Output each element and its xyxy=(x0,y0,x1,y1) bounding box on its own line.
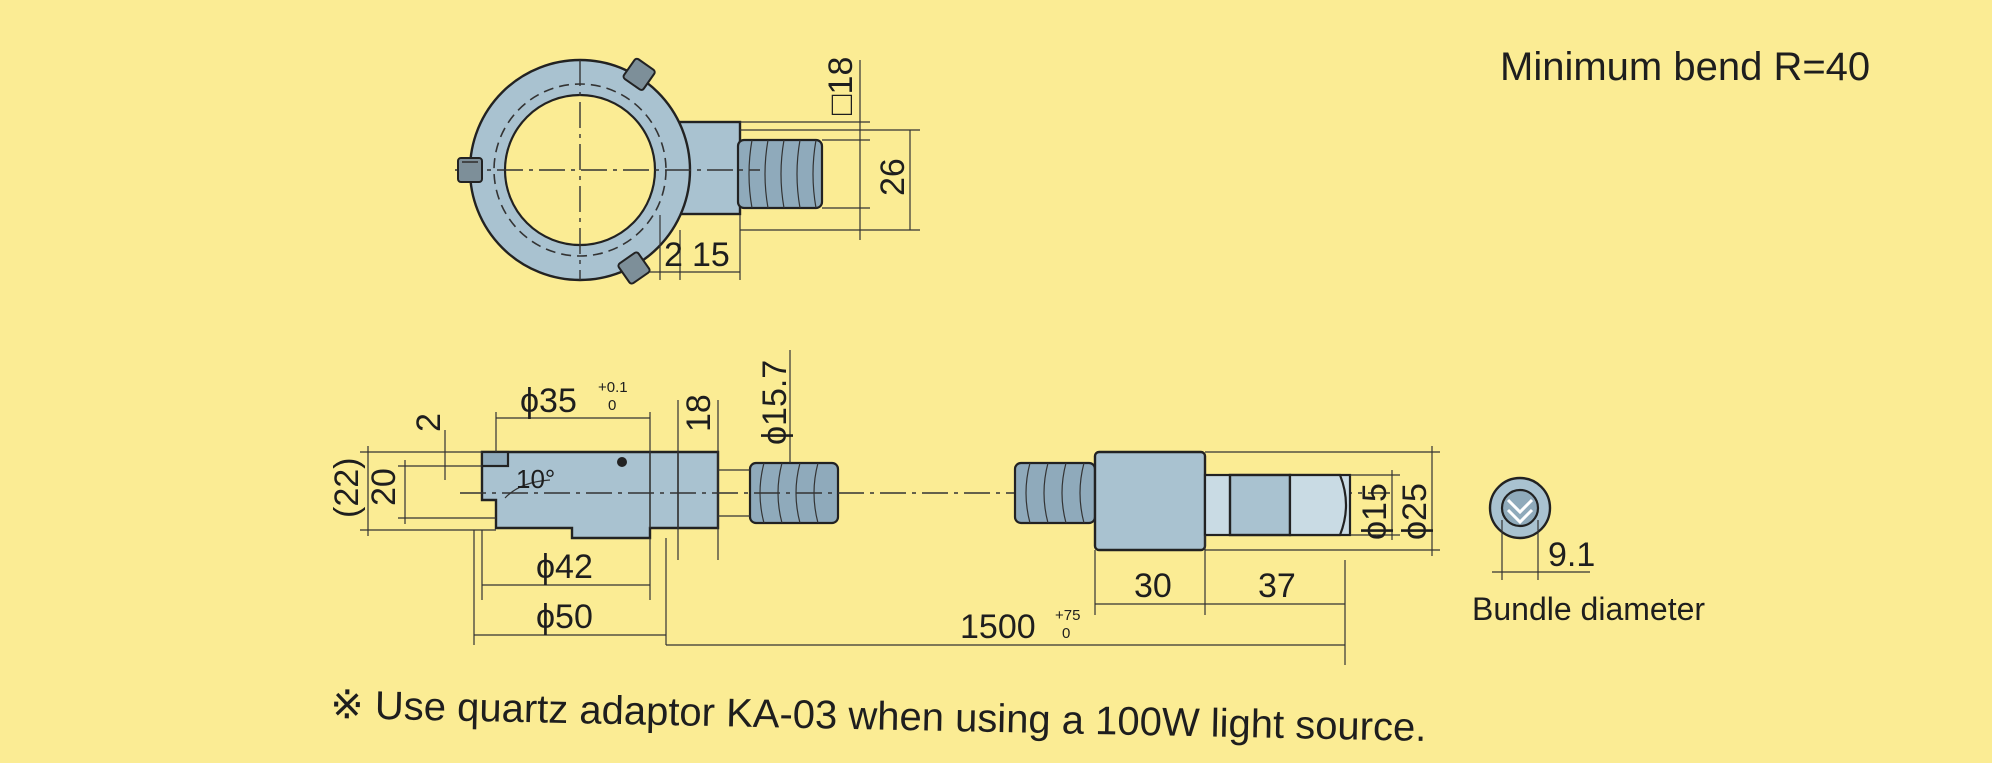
footnote-quartz-adaptor: ※ Use quartz adaptor KA-03 when using a … xyxy=(330,683,1427,750)
top-view-flex-tube xyxy=(736,138,824,210)
dim-phi15: ϕ15 xyxy=(1356,483,1394,540)
thumb-screw-bottom xyxy=(617,251,651,285)
tol-phi35-upper: +0.1 xyxy=(598,379,628,396)
top-view: □18 26 2 15 xyxy=(455,57,920,285)
dim-square-18: □18 xyxy=(822,57,860,115)
dim-9-1: 9.1 xyxy=(1548,536,1595,574)
side-view-ferrule-end xyxy=(1288,473,1348,537)
angle-arc xyxy=(504,479,551,499)
bundle-inner xyxy=(1500,488,1540,528)
dim-18-side: 18 xyxy=(680,394,718,432)
dim-15-top: 15 xyxy=(692,236,730,274)
dim-phi42: ϕ42 xyxy=(536,548,593,586)
bundle-fibers xyxy=(1506,498,1534,525)
dim-phi25: ϕ25 xyxy=(1396,483,1434,540)
side-view: (22) 20 2 10° ϕ35 +0.1 0 18 ϕ15.7 ϕ42 ϕ5… xyxy=(328,350,1440,665)
dim-1500: 1500 xyxy=(960,608,1036,646)
thumb-screw-top xyxy=(622,57,656,91)
angle-10: 10° xyxy=(516,464,555,494)
tol-1500-upper: +75 xyxy=(1055,607,1080,624)
dim-phi50: ϕ50 xyxy=(536,598,593,636)
bundle-label: Bundle diameter xyxy=(1472,591,1705,627)
side-view-ferrule-tip xyxy=(1228,473,1292,537)
dim-2-top: 2 xyxy=(664,236,683,274)
dim-22: (22) xyxy=(328,458,366,518)
bundle-diagram: 9.1 Bundle diameter xyxy=(1472,476,1705,627)
set-screw-mark xyxy=(617,457,627,467)
tol-1500-lower: 0 xyxy=(1062,625,1070,642)
note-minimum-bend: Minimum bend R=40 xyxy=(1500,45,1870,89)
dim-2-side: 2 xyxy=(410,413,448,432)
thumb-screw-left xyxy=(457,157,483,183)
dim-phi15-7: ϕ15.7 xyxy=(756,360,794,445)
dim-20: 20 xyxy=(365,468,403,506)
dim-phi35: ϕ35 xyxy=(520,382,577,420)
tol-phi35-lower: 0 xyxy=(608,397,616,414)
side-view-flex-right xyxy=(1013,461,1097,525)
side-view-lip xyxy=(480,450,510,468)
dim-30: 30 xyxy=(1134,567,1172,605)
side-view-ferrule-large xyxy=(1093,450,1207,552)
dim-37: 37 xyxy=(1258,567,1296,605)
dim-26: 26 xyxy=(874,158,912,196)
